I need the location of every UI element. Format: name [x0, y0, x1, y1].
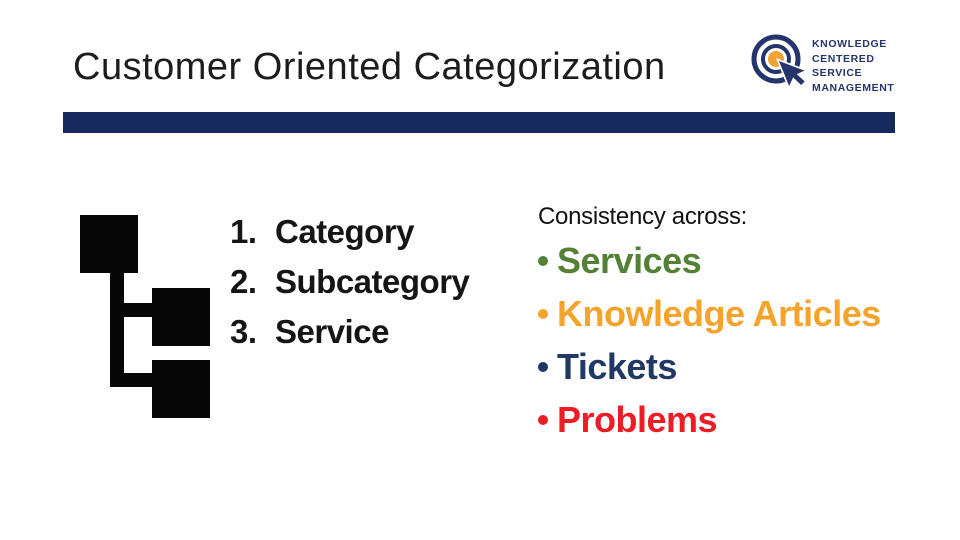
bullet-item-label: Knowledge Articles [557, 292, 881, 334]
list-item-number: 1. [230, 213, 257, 250]
consistency-heading: Consistency across: [538, 203, 748, 230]
target-cursor-icon [751, 34, 808, 91]
logo-text-line: MANAGEMENT [812, 81, 895, 94]
bullet-item: Tickets [538, 340, 881, 393]
list-item: 2. Subcategory [230, 257, 470, 307]
bullet-dot-icon [538, 255, 548, 266]
list-item-number: 3. [230, 313, 257, 350]
bullet-item: Services [538, 234, 881, 287]
list-item-number: 2. [230, 263, 257, 300]
list-item-label: Category [275, 213, 415, 250]
bullet-item-label: Problems [557, 398, 718, 440]
logo-text-line: KNOWLEDGE [812, 38, 887, 50]
bullet-item-label: Services [557, 239, 702, 281]
accent-bar [63, 112, 895, 133]
hierarchy-tree-icon [80, 215, 210, 418]
logo-text-line: SERVICE [812, 67, 863, 79]
logo-text-line: CENTERED [812, 52, 875, 65]
category-numbered-list: 1. Category 2. Subcategory 3. Service [230, 207, 470, 357]
list-item-label: Service [275, 313, 389, 350]
bullet-item: Problems [538, 393, 881, 446]
bullet-dot-icon [538, 361, 548, 372]
slide-title: Customer Oriented Categorization [73, 46, 666, 88]
list-item-label: Subcategory [275, 263, 470, 300]
list-item: 3. Service [230, 307, 469, 357]
bullet-item: Knowledge Articles [538, 287, 881, 340]
bullet-item-label: Tickets [557, 345, 677, 387]
consistency-bullet-list: Services Knowledge Articles Tickets Prob… [538, 234, 881, 446]
list-item: 1. Category [230, 207, 469, 257]
logo-text: KNOWLEDGE CENTERED SERVICE MANAGEMENT [812, 37, 894, 95]
bullet-dot-icon [538, 414, 548, 425]
bullet-dot-icon [538, 308, 548, 319]
kcsm-logo: KNOWLEDGE CENTERED SERVICE MANAGEMENT [746, 22, 894, 100]
